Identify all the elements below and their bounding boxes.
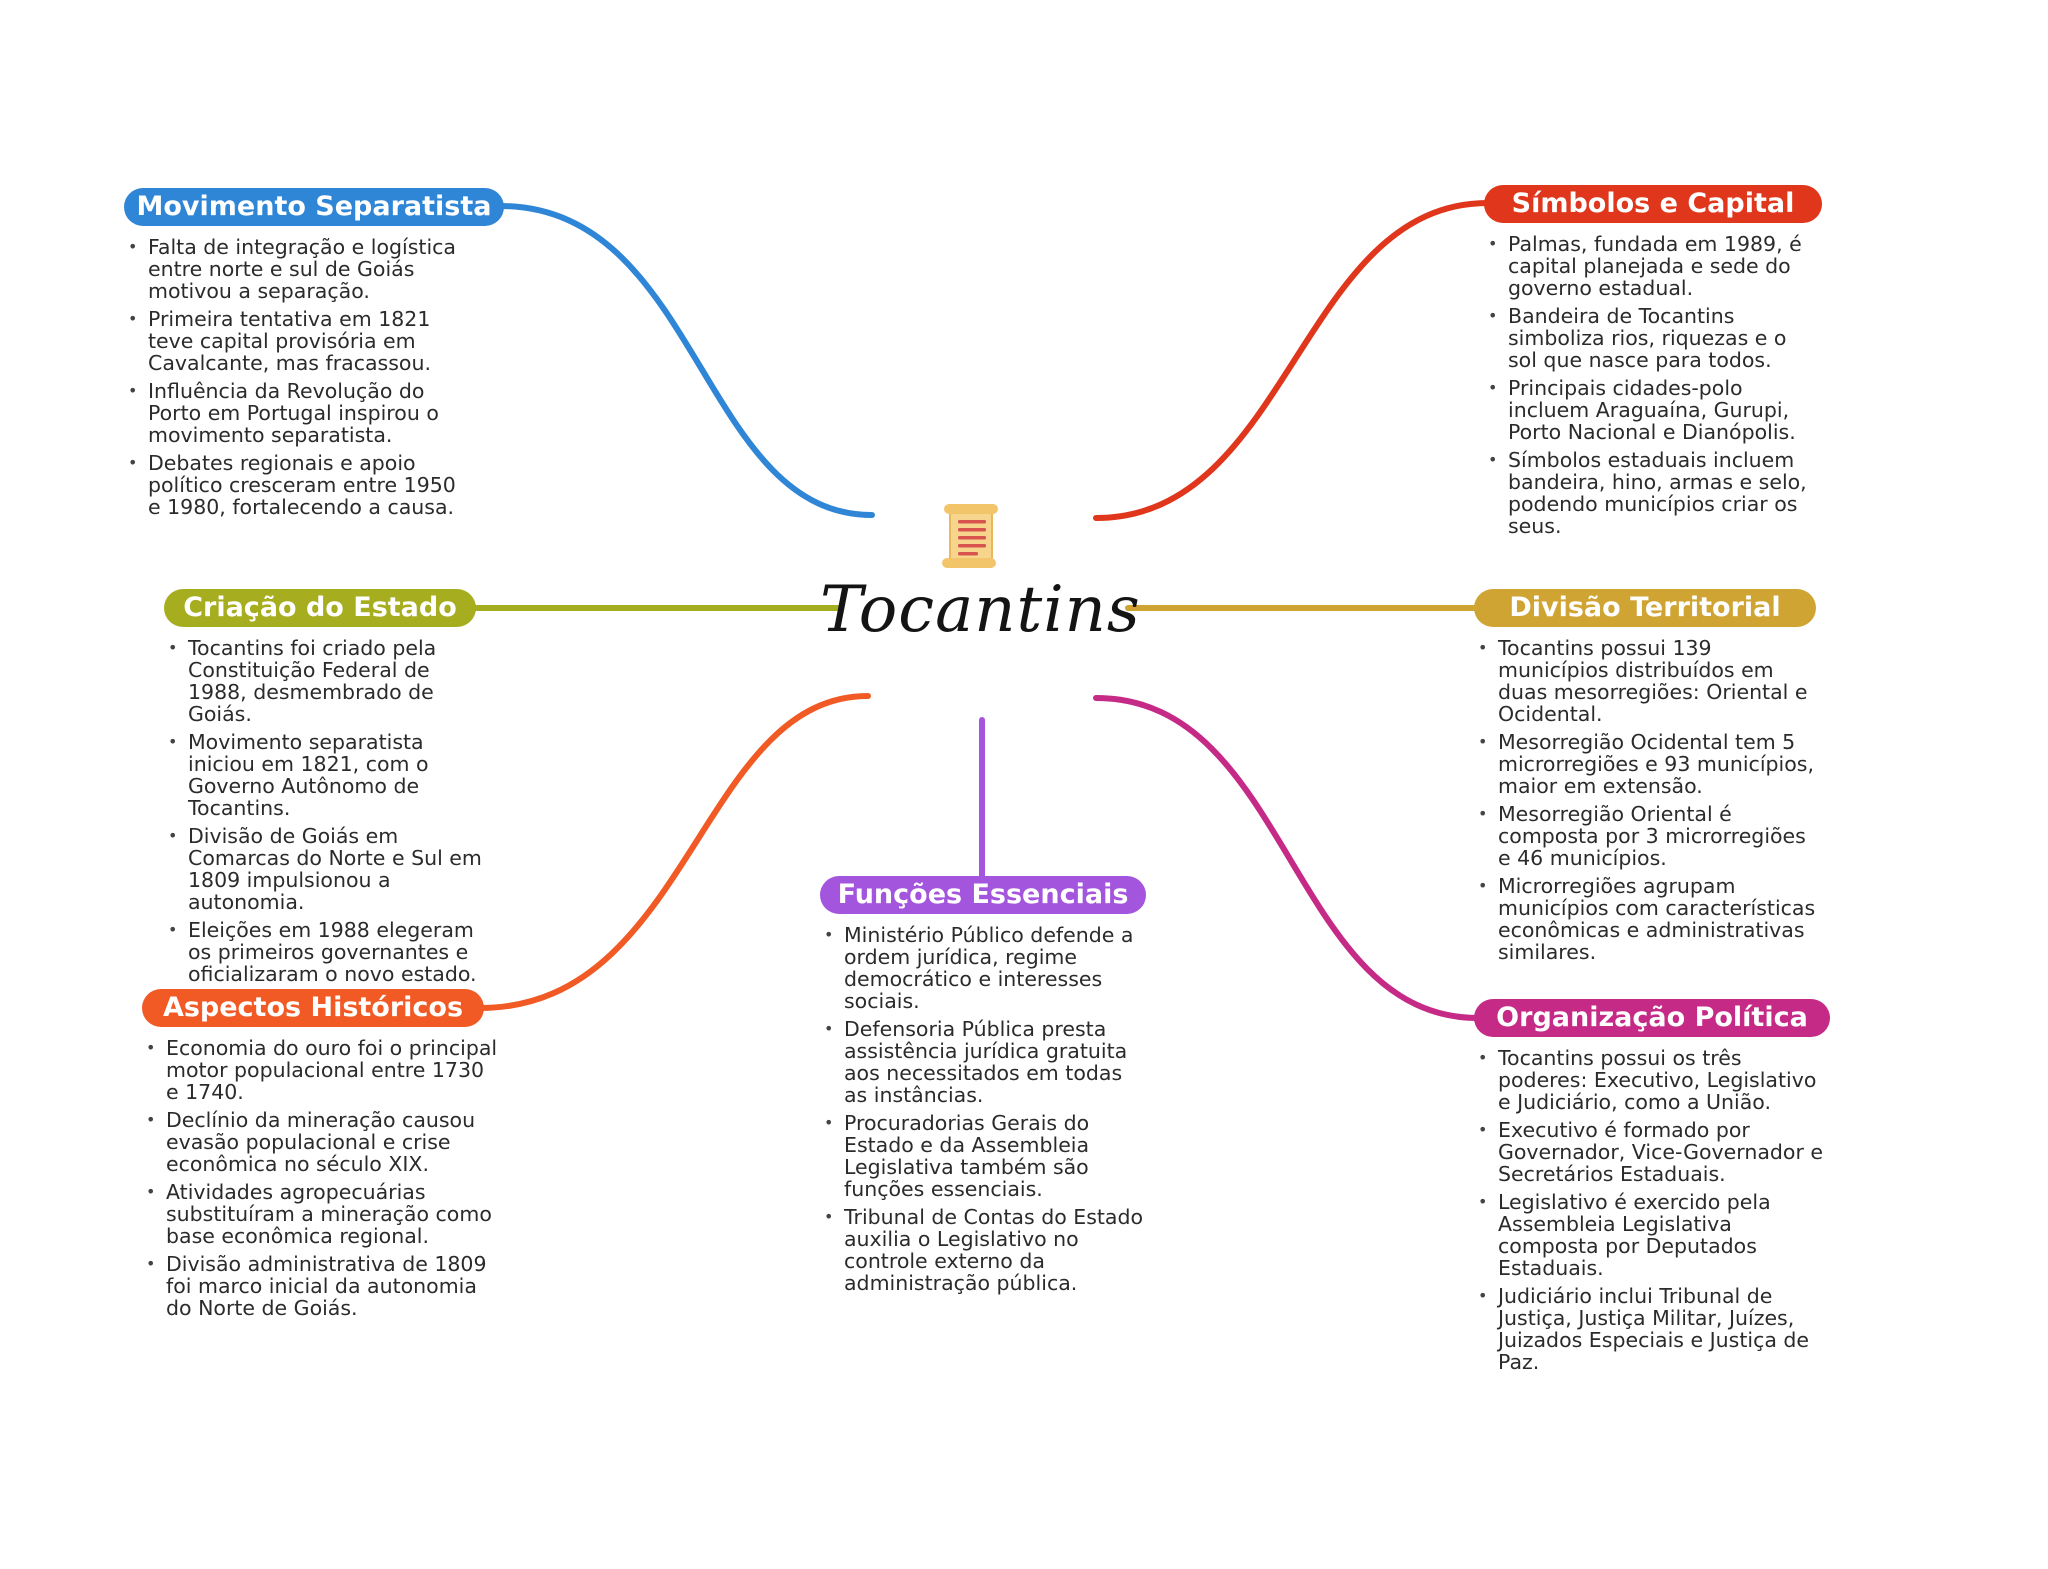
list-item: Debates regionais e apoio político cresc… <box>124 452 464 518</box>
central-topic-title: Tocantins <box>820 573 1141 647</box>
list-item: Declínio da mineração causou evasão popu… <box>142 1109 502 1175</box>
list-item: Divisão administrativa de 1809 foi marco… <box>142 1253 502 1319</box>
branch-title-organizacao-politica: Organização Política <box>1474 999 1830 1037</box>
list-item: Bandeira de Tocantins simboliza rios, ri… <box>1484 305 1814 371</box>
branch-title-movimento-separatista: Movimento Separatista <box>124 188 504 226</box>
scroll-icon <box>942 504 998 568</box>
branch-title-aspectos-historicos: Aspectos Históricos <box>142 989 484 1027</box>
list-item: Atividades agropecuárias substituíram a … <box>142 1181 502 1247</box>
list-item: Tocantins foi criado pela Constituição F… <box>164 637 494 725</box>
branch-title-funcoes-essenciais: Funções Essenciais <box>820 876 1146 914</box>
branch-divisao-territorial: Divisão Territorial Tocantins possui 139… <box>1474 589 1816 969</box>
list-item: Símbolos estaduais incluem bandeira, hin… <box>1484 449 1814 537</box>
branch-title-criacao-do-estado: Criação do Estado <box>164 589 476 627</box>
branch-items-aspectos-historicos: Economia do ouro foi o principal motor p… <box>142 1037 502 1319</box>
list-item: Mesorregião Oriental é composta por 3 mi… <box>1474 803 1824 869</box>
list-item: Executivo é formado por Governador, Vice… <box>1474 1119 1824 1185</box>
connector-aspectos <box>477 693 871 1011</box>
branch-movimento-separatista: Movimento Separatista Falta de integraçã… <box>124 188 504 524</box>
list-item: Movimento separatista iniciou em 1821, c… <box>164 731 494 819</box>
branch-organizacao-politica: Organização Política Tocantins possui os… <box>1474 999 1830 1379</box>
list-item: Microrregiões agrupam municípios com car… <box>1474 875 1824 963</box>
branch-items-movimento-separatista: Falta de integração e logística entre no… <box>124 236 464 518</box>
branch-title-divisao-territorial: Divisão Territorial <box>1474 589 1816 627</box>
list-item: Principais cidades-polo incluem Araguaín… <box>1484 377 1814 443</box>
branch-criacao-do-estado: Criação do Estado Tocantins foi criado p… <box>164 589 482 991</box>
list-item: Tocantins possui os três poderes: Execut… <box>1474 1047 1824 1113</box>
connector-simbolos <box>1093 200 1491 521</box>
list-item: Falta de integração e logística entre no… <box>124 236 464 302</box>
branch-title-simbolos-e-capital: Símbolos e Capital <box>1484 185 1822 223</box>
list-item: Tribunal de Contas do Estado auxilia o L… <box>820 1206 1146 1294</box>
list-item: Defensoria Pública presta assistência ju… <box>820 1018 1146 1106</box>
branch-funcoes-essenciais: Funções Essenciais Ministério Público de… <box>820 876 1146 1300</box>
list-item: Economia do ouro foi o principal motor p… <box>142 1037 502 1103</box>
list-item: Ministério Público defende a ordem juríd… <box>820 924 1146 1012</box>
list-item: Tocantins possui 139 municípios distribu… <box>1474 637 1824 725</box>
list-item: Palmas, fundada em 1989, é capital plane… <box>1484 233 1814 299</box>
branch-items-funcoes-essenciais: Ministério Público defende a ordem juríd… <box>820 924 1146 1294</box>
list-item: Eleições em 1988 elegeram os primeiros g… <box>164 919 494 985</box>
list-item: Divisão de Goiás em Comarcas do Norte e … <box>164 825 494 913</box>
list-item: Legislativo é exercido pela Assembleia L… <box>1474 1191 1824 1279</box>
branch-items-organizacao-politica: Tocantins possui os três poderes: Execut… <box>1474 1047 1824 1373</box>
branch-aspectos-historicos: Aspectos Históricos Economia do ouro foi… <box>142 989 497 1325</box>
branch-simbolos-e-capital: Símbolos e Capital Palmas, fundada em 19… <box>1484 185 1822 543</box>
list-item: Judiciário inclui Tribunal de Justiça, J… <box>1474 1285 1824 1373</box>
list-item: Primeira tentativa em 1821 teve capital … <box>124 308 464 374</box>
connector-organizacao <box>1093 695 1481 1021</box>
branch-items-simbolos-e-capital: Palmas, fundada em 1989, é capital plane… <box>1484 233 1814 537</box>
list-item: Mesorregião Ocidental tem 5 microrregiõe… <box>1474 731 1824 797</box>
list-item: Procuradorias Gerais do Estado e da Asse… <box>820 1112 1146 1200</box>
branch-items-criacao-do-estado: Tocantins foi criado pela Constituição F… <box>164 637 494 985</box>
branch-items-divisao-territorial: Tocantins possui 139 municípios distribu… <box>1474 637 1824 963</box>
list-item: Influência da Revolução do Porto em Port… <box>124 380 464 446</box>
connector-movimento <box>497 203 875 518</box>
